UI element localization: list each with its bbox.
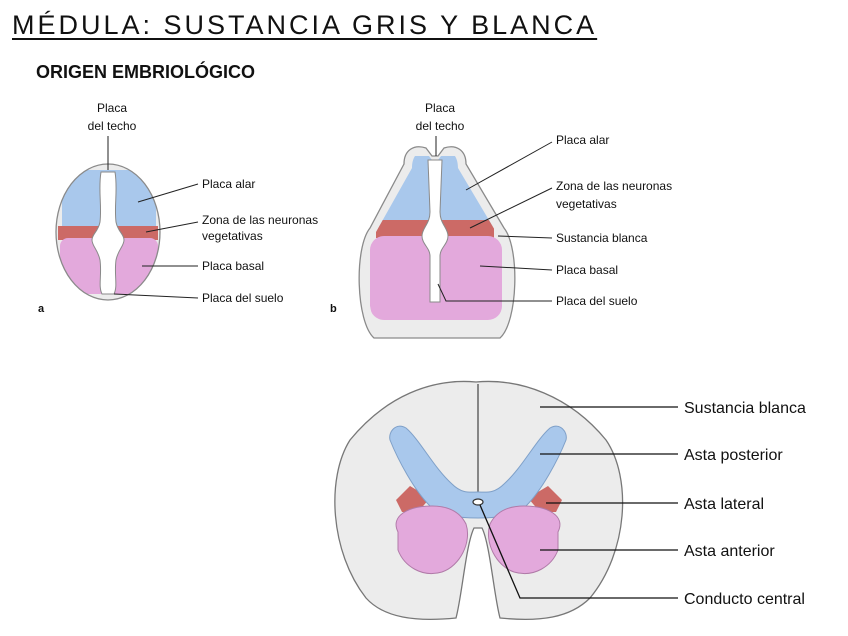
leader-line: [465, 141, 553, 191]
white-matter-label: Sustancia blanca: [684, 400, 806, 417]
lateral-horn-label: Asta lateral: [684, 496, 764, 513]
central-canal-shape: [472, 498, 484, 506]
leader-line: [145, 221, 199, 233]
diagram-a: Placa del techo Placa alar Zona de las n…: [38, 101, 318, 315]
roof-plate-label-line1: Placa: [425, 101, 455, 115]
alar-plate-label: Placa alar: [556, 133, 609, 147]
anterior-horn-shape-left: [395, 505, 468, 574]
vegetative-zone-label-line1: Zona de las neuronas: [556, 179, 672, 193]
alar-plate-label: Placa alar: [202, 177, 255, 191]
roof-plate-label-line1: Placa: [97, 101, 127, 115]
leader-line: [469, 187, 553, 229]
roof-plate-label-line2: del techo: [88, 119, 137, 133]
panel-label-a: a: [38, 303, 45, 315]
floor-plate-label: Placa del suelo: [202, 291, 284, 305]
leader-line: [479, 265, 553, 271]
floor-plate-label: Placa del suelo: [556, 294, 638, 308]
vegetative-zone-label-line1: Zona de las neuronas: [202, 213, 318, 227]
leader-line: [437, 283, 552, 302]
vegetative-zone-label-line2: vegetativas: [202, 229, 263, 243]
central-canal-label: Conducto central: [684, 591, 805, 608]
diagram-c: Sustancia blanca Asta posterior Asta lat…: [334, 380, 806, 621]
vegetative-zone-label-line2: vegetativas: [556, 197, 617, 211]
panel-label-b: b: [330, 303, 337, 315]
basal-plate-label: Placa basal: [556, 263, 618, 277]
section-subtitle: ORIGEN EMBRIOLÓGICO: [36, 62, 256, 82]
page-title: MÉDULA: SUSTANCIA GRIS Y BLANCA: [12, 10, 598, 40]
anterior-horn-label: Asta anterior: [684, 543, 775, 560]
roof-plate-label-line2: del techo: [416, 119, 465, 133]
diagram-b: Placa del techo Placa alar Zona de las n…: [330, 101, 672, 339]
white-matter-label: Sustancia blanca: [556, 231, 648, 245]
lateral-horn-shape-left: [396, 486, 430, 512]
leader-line: [113, 293, 199, 299]
central-lumen: [421, 159, 449, 303]
lateral-horn-shape-right: [528, 486, 562, 512]
basal-plate-label: Placa basal: [202, 259, 264, 273]
leader-line: [497, 235, 553, 239]
leader-line: [479, 504, 678, 599]
leader-line: [137, 183, 199, 203]
posterior-horn-label: Asta posterior: [684, 447, 783, 464]
anterior-horn-shape-right: [488, 505, 561, 574]
